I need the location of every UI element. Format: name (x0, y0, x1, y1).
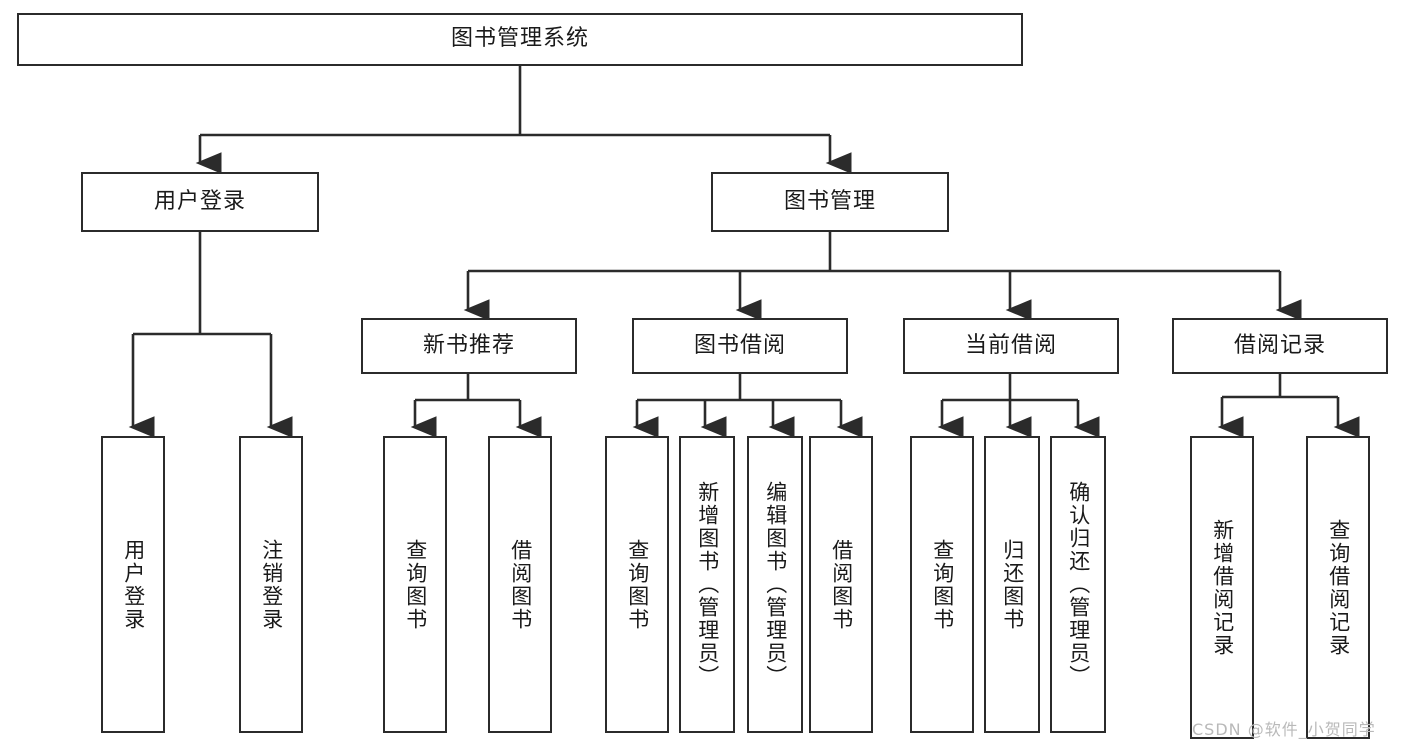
node-book-borrow[interactable]: 图书借阅 (632, 318, 848, 374)
node-borrow-record-label: 借阅记录 (1233, 332, 1326, 358)
node-leaf-confirm-return[interactable]: 确认归还（管理员） (1050, 436, 1106, 733)
node-leaf-add-record-label: 新增借阅记录 (1210, 518, 1235, 657)
node-leaf-borrow-book-2-label: 借阅图书 (829, 538, 854, 631)
node-leaf-borrow-book-1-label: 借阅图书 (508, 538, 533, 631)
node-book-manage[interactable]: 图书管理 (711, 172, 949, 232)
node-borrow-record[interactable]: 借阅记录 (1172, 318, 1388, 374)
node-user-login-label: 用户登录 (153, 188, 246, 214)
node-book-borrow-label: 图书借阅 (693, 332, 786, 358)
node-leaf-borrow-book-1[interactable]: 借阅图书 (488, 436, 552, 733)
node-leaf-edit-book[interactable]: 编辑图书（管理员） (747, 436, 803, 733)
node-root[interactable]: 图书管理系统 (17, 13, 1023, 66)
node-book-manage-label: 图书管理 (783, 188, 876, 214)
node-leaf-query-record[interactable]: 查询借阅记录 (1306, 436, 1370, 739)
node-leaf-query-book-3-label: 查询图书 (930, 538, 955, 631)
node-leaf-borrow-book-2[interactable]: 借阅图书 (809, 436, 873, 733)
node-leaf-user-login-label: 用户登录 (121, 538, 146, 631)
node-leaf-return-book[interactable]: 归还图书 (984, 436, 1040, 733)
node-current-borrow-label: 当前借阅 (964, 332, 1057, 358)
node-user-login[interactable]: 用户登录 (81, 172, 319, 232)
node-leaf-query-record-label: 查询借阅记录 (1326, 518, 1351, 657)
node-leaf-return-book-label: 归还图书 (1000, 538, 1025, 631)
node-leaf-edit-book-label: 编辑图书（管理员） (763, 481, 788, 688)
node-leaf-user-login[interactable]: 用户登录 (101, 436, 165, 733)
node-current-borrow[interactable]: 当前借阅 (903, 318, 1119, 374)
node-leaf-query-book-1-label: 查询图书 (403, 538, 428, 631)
node-root-label: 图书管理系统 (450, 26, 589, 52)
node-leaf-add-book[interactable]: 新增图书（管理员） (679, 436, 735, 733)
node-leaf-user-logout-label: 注销登录 (259, 538, 284, 631)
node-leaf-confirm-return-label: 确认归还（管理员） (1066, 481, 1091, 688)
node-leaf-add-book-label: 新增图书（管理员） (695, 481, 720, 688)
node-leaf-query-book-3[interactable]: 查询图书 (910, 436, 974, 733)
node-leaf-user-logout[interactable]: 注销登录 (239, 436, 303, 733)
node-leaf-query-book-2-label: 查询图书 (625, 538, 650, 631)
node-new-book-recommend[interactable]: 新书推荐 (361, 318, 577, 374)
node-leaf-query-book-1[interactable]: 查询图书 (383, 436, 447, 733)
node-new-book-recommend-label: 新书推荐 (422, 332, 515, 358)
node-leaf-add-record[interactable]: 新增借阅记录 (1190, 436, 1254, 739)
node-leaf-query-book-2[interactable]: 查询图书 (605, 436, 669, 733)
csdn-watermark: CSDN @软件_小贺同学 (1192, 720, 1376, 739)
